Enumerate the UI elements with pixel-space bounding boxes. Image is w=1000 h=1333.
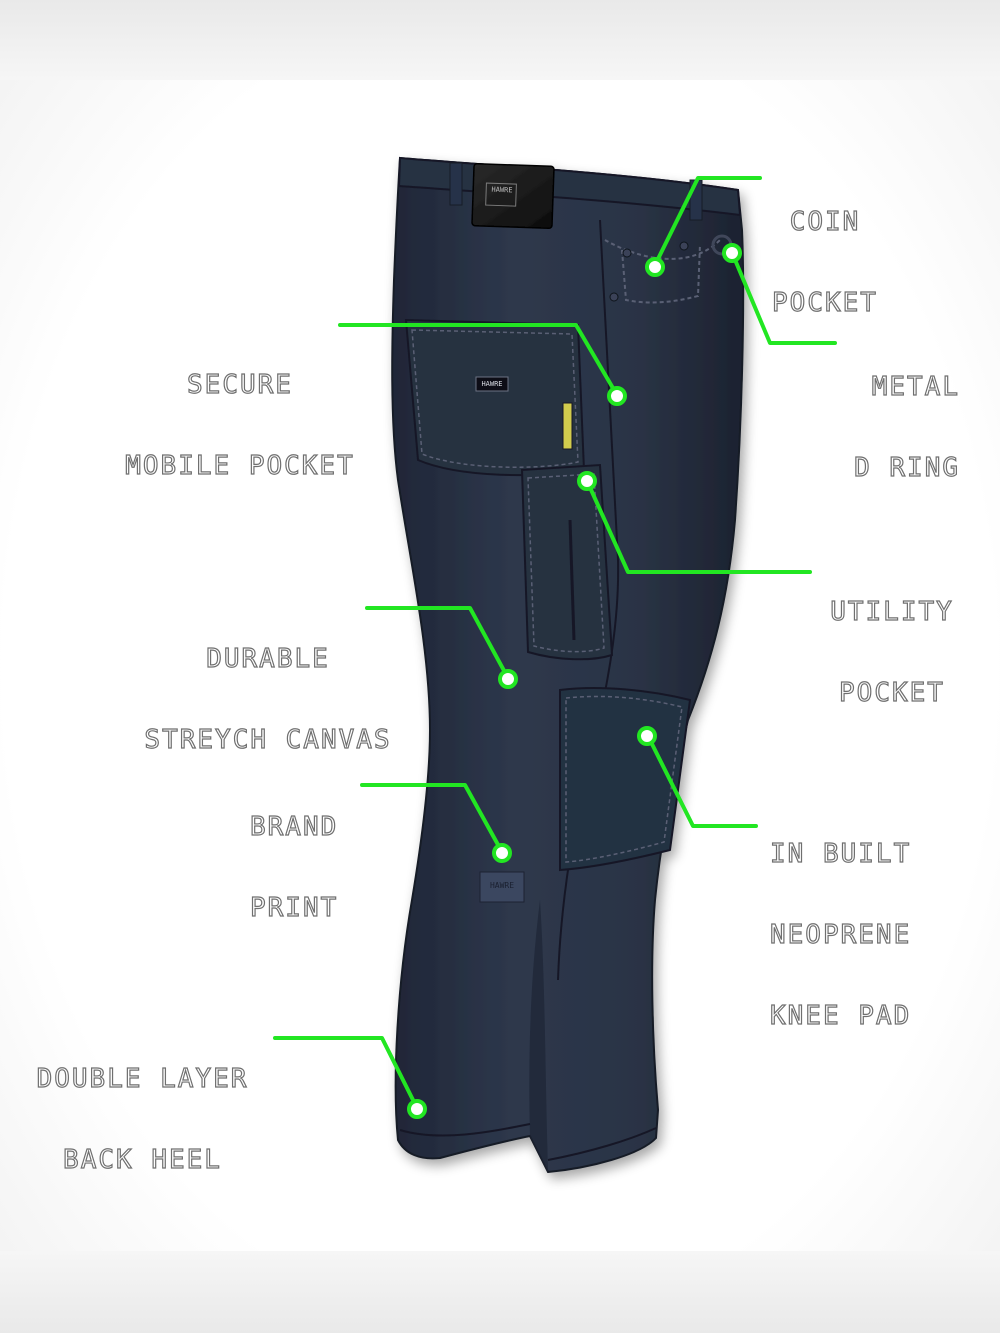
marker-utility-pocket <box>577 471 597 491</box>
callout-line: MOBILE POCKET <box>125 451 355 481</box>
waist-leather-patch <box>471 162 555 230</box>
callout-line: PRINT <box>249 893 339 923</box>
callout-utility-pocket: UTILITY POCKET <box>822 545 962 761</box>
connector-secure-mobile-pocket <box>338 323 619 397</box>
cuff-hem <box>399 1123 657 1161</box>
back-pocket-label <box>475 376 509 392</box>
brand-print-patch <box>479 871 525 903</box>
connector-knee-pad <box>646 734 758 828</box>
callout-line: IN BUILT <box>769 839 912 869</box>
belt-loop <box>449 162 463 206</box>
connector-metal-d-ring <box>731 253 837 345</box>
callout-line: METAL <box>871 372 960 402</box>
rivet <box>622 248 632 258</box>
knee-print-brand: HAWRE <box>489 881 515 890</box>
rivet <box>679 241 689 251</box>
callout-line: BRAND <box>249 812 339 842</box>
trouser-outline <box>391 156 745 1174</box>
rivet <box>609 292 619 302</box>
connector-coin-pocket <box>653 176 762 267</box>
connector-brand-print <box>360 783 504 854</box>
marker-knee-pad <box>637 726 657 746</box>
callout-line: STREYCH CANVAS <box>144 725 392 755</box>
trouser-body <box>391 156 745 1174</box>
callout-line: SECURE <box>186 370 293 400</box>
callout-line: DURABLE <box>206 644 330 674</box>
marker-double-layer-back-heel <box>407 1099 427 1119</box>
connector-durable-stretch-canvas <box>365 606 510 680</box>
callout-line: COIN <box>789 207 861 237</box>
marker-metal-d-ring <box>722 243 742 263</box>
yellow-side-tag <box>562 402 573 450</box>
callout-line: NEOPRENE <box>769 920 912 950</box>
side-seam <box>557 219 620 981</box>
back-pocket <box>404 318 586 477</box>
marker-durable-stretch-canvas <box>498 669 518 689</box>
leg-split-shade <box>529 900 548 1172</box>
callout-line: DOUBLE LAYER <box>36 1064 249 1094</box>
marker-secure-mobile-pocket <box>607 386 627 406</box>
connector-double-layer-back-heel <box>273 1036 419 1110</box>
callout-line: POCKET <box>838 678 945 708</box>
callout-connectors <box>273 176 837 1110</box>
top-shadow-band <box>0 0 1000 80</box>
callout-markers <box>407 243 742 1119</box>
callout-line: KNEE PAD <box>769 1001 912 1031</box>
callout-line: D RING <box>853 453 960 483</box>
waist-patch-brand: HAWRE <box>491 185 513 195</box>
callout-line: BACK HEEL <box>62 1145 222 1175</box>
bottom-shadow-band <box>0 1251 1000 1333</box>
marker-coin-pocket <box>645 257 665 277</box>
knee-pad-panel <box>559 687 692 872</box>
callout-metal-d-ring: METAL D RING <box>840 320 960 536</box>
callout-line: POCKET <box>771 288 878 318</box>
callout-brand-print: BRAND PRINT <box>249 760 360 976</box>
coin-pocket-outline <box>621 243 701 304</box>
connector-utility-pocket <box>586 481 812 574</box>
callout-secure-mobile-pocket: SECURE MOBILE POCKET <box>105 318 375 534</box>
callout-durable-stretch-canvas: DURABLE STREYCH CANVAS <box>128 592 408 808</box>
callout-knee-pad: IN BUILT NEOPRENE KNEE PAD <box>769 787 940 1084</box>
marker-brand-print <box>492 843 512 863</box>
callout-coin-pocket: COIN POCKET <box>770 155 880 371</box>
back-pocket-brand: HAWRE <box>481 380 503 388</box>
utility-pocket <box>520 463 614 661</box>
callout-line: UTILITY <box>830 597 954 627</box>
callout-double-layer-back-heel: DOUBLE LAYER BACK HEEL <box>20 1012 265 1228</box>
